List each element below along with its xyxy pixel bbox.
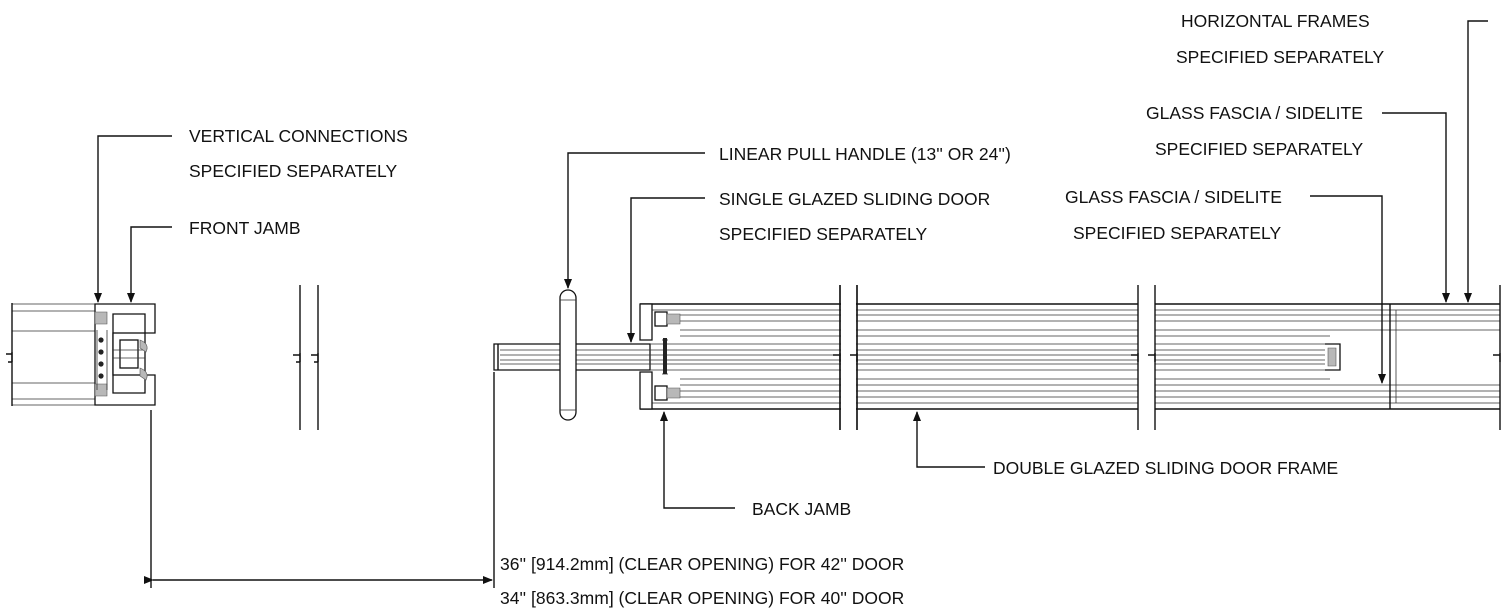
label-glass-fascia-lower-1: GLASS FASCIA / SIDELITE bbox=[1065, 187, 1282, 207]
label-horizontal-frames-1: HORIZONTAL FRAMES bbox=[1181, 11, 1370, 31]
sliding-door-assembly bbox=[493, 285, 1501, 430]
label-glass-fascia-upper-2: SPECIFIED SEPARATELY bbox=[1155, 139, 1363, 159]
front-jamb-assembly bbox=[6, 303, 156, 406]
break-lines-frame bbox=[833, 285, 1156, 430]
label-glass-fascia-lower-2: SPECIFIED SEPARATELY bbox=[1073, 223, 1281, 243]
label-double-glazed-frame: DOUBLE GLAZED SLIDING DOOR FRAME bbox=[993, 458, 1338, 478]
label-back-jamb: BACK JAMB bbox=[752, 499, 851, 519]
label-horizontal-frames-2: SPECIFIED SEPARATELY bbox=[1176, 47, 1384, 67]
label-front-jamb: FRONT JAMB bbox=[189, 218, 301, 238]
label-glass-fascia-upper-1: GLASS FASCIA / SIDELITE bbox=[1146, 103, 1363, 123]
label-single-glazed-door-1: SINGLE GLAZED SLIDING DOOR bbox=[719, 189, 990, 209]
break-lines-left bbox=[293, 285, 319, 430]
label-clear-opening-2: 34'' [863.3mm] (CLEAR OPENING) FOR 40'' … bbox=[500, 588, 904, 608]
callout-labels: HORIZONTAL FRAMES SPECIFIED SEPARATELY G… bbox=[189, 11, 1384, 608]
leader-lines bbox=[94, 20, 1488, 509]
label-single-glazed-door-2: SPECIFIED SEPARATELY bbox=[719, 224, 927, 244]
clear-opening-dimension bbox=[144, 372, 495, 588]
label-vertical-connections-2: SPECIFIED SEPARATELY bbox=[189, 161, 397, 181]
label-linear-pull-handle: LINEAR PULL HANDLE (13'' OR 24'') bbox=[719, 144, 1011, 164]
label-vertical-connections-1: VERTICAL CONNECTIONS bbox=[189, 126, 408, 146]
label-clear-opening-1: 36'' [914.2mm] (CLEAR OPENING) FOR 42'' … bbox=[500, 554, 904, 574]
